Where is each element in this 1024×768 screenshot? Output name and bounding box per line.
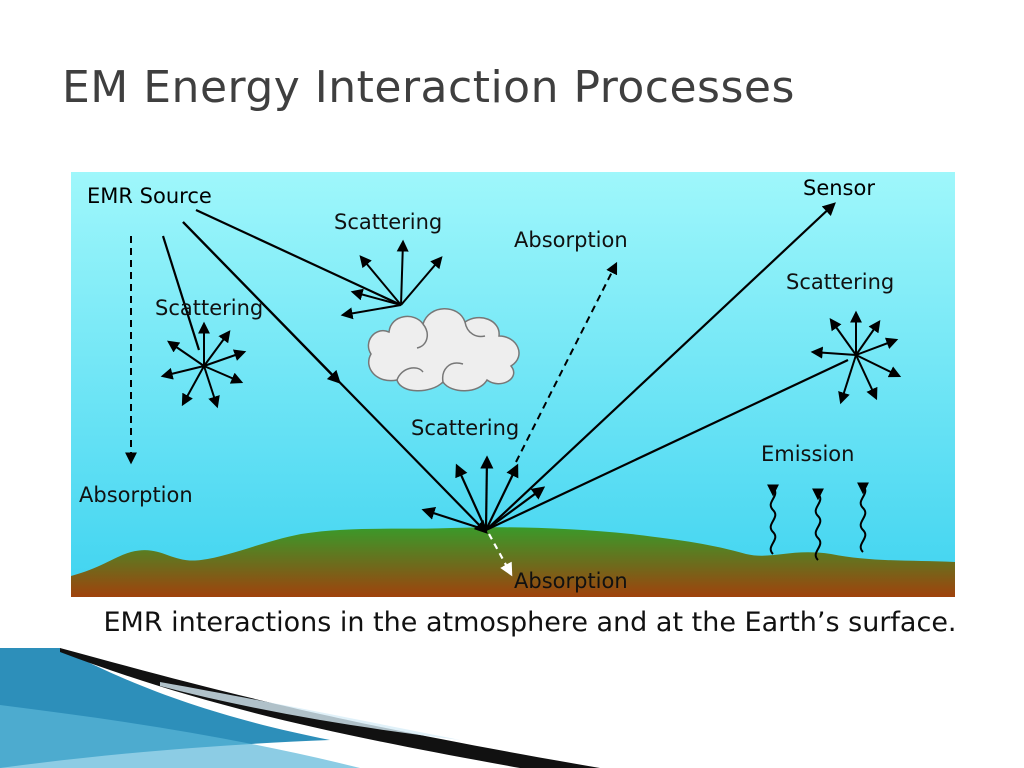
ground-reflection-rays	[421, 202, 849, 532]
incoming-rays	[161, 209, 488, 534]
cloud	[367, 308, 520, 392]
slide-title: EM Energy Interaction Processes	[62, 62, 795, 113]
swoosh-blue	[0, 648, 330, 768]
sky-background	[71, 172, 955, 597]
diagram-caption: EMR interactions in the atmosphere and a…	[103, 607, 957, 638]
scattering-starburst-left	[160, 321, 247, 409]
scattering-cloud-label: Scattering	[334, 210, 443, 234]
scattering-starburst-right	[810, 310, 902, 405]
diagram-canvas	[71, 172, 955, 597]
swoosh-highlight	[160, 682, 460, 740]
scattering-ground-label: Scattering	[411, 416, 520, 440]
absorption-left-label: Absorption	[79, 483, 193, 507]
absorption-arrow-atmosphere	[515, 261, 618, 463]
emr-source-label: EMR Source	[87, 184, 212, 208]
scattering-right-label: Scattering	[786, 270, 895, 294]
absorption-atmosphere-label: Absorption	[514, 228, 628, 252]
cloud-scattering-arrows	[340, 239, 443, 320]
absorption-arrow-ground	[488, 533, 513, 577]
emission-label: Emission	[761, 442, 855, 466]
emission-arrows	[767, 482, 869, 561]
absorption-ground-label: Absorption	[514, 569, 628, 593]
swoosh-black	[60, 648, 600, 768]
swoosh-light	[0, 705, 360, 768]
sensor-label: Sensor	[803, 176, 875, 200]
ground-surface	[71, 527, 955, 597]
scattering-left-label: Scattering	[155, 296, 264, 320]
interaction-diagram: EMR Source Sensor Scattering Absorption …	[71, 172, 955, 597]
